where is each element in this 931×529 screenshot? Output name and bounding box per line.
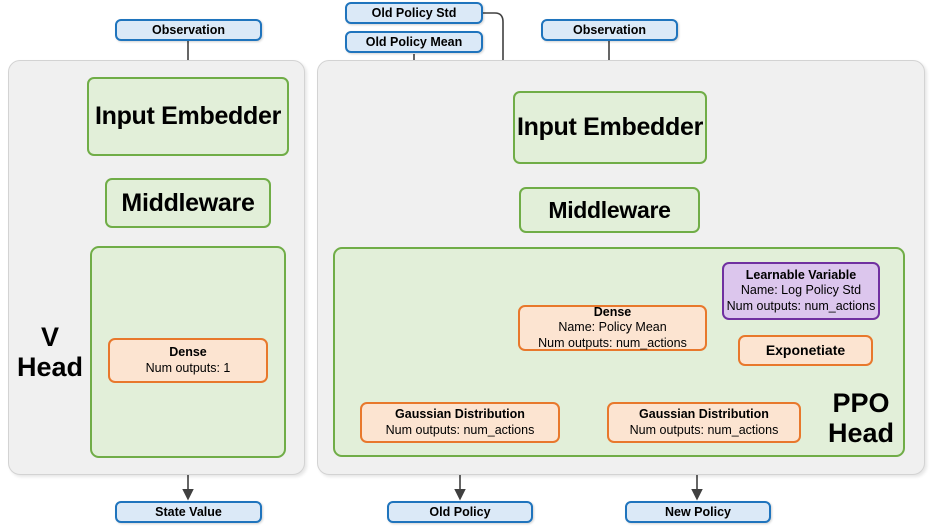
v-head-dense-box[interactable]: Dense Num outputs: 1 — [108, 338, 268, 383]
ppo-head-middleware-label: Middleware — [548, 196, 671, 223]
v-head-dense-title: Dense — [169, 345, 207, 360]
old-policy-mean-label: Old Policy Mean — [365, 35, 463, 49]
gaussian-distribution-old-box[interactable]: Gaussian Distribution Num outputs: num_a… — [360, 402, 560, 443]
state-value-label: State Value — [155, 505, 222, 519]
exponetiate-box[interactable]: Exponetiate — [738, 335, 873, 366]
new-policy-box[interactable]: New Policy — [625, 501, 771, 523]
observation-left-label: Observation — [152, 23, 225, 37]
new-policy-label: New Policy — [665, 505, 731, 519]
ppo-head-input-embedder-box[interactable]: Input Embedder — [513, 91, 707, 164]
ppo-head-dense-name: Name: Policy Mean — [558, 320, 667, 335]
old-policy-std-box[interactable]: Old Policy Std — [345, 2, 483, 24]
exponetiate-label: Exponetiate — [765, 341, 846, 358]
gaussian-distribution-new-box[interactable]: Gaussian Distribution Num outputs: num_a… — [607, 402, 801, 443]
ppo-head-dense-num-outputs: Num outputs: num_actions — [538, 335, 687, 350]
old-policy-mean-box[interactable]: Old Policy Mean — [345, 31, 483, 53]
learnable-variable-num-outputs: Num outputs: num_actions — [726, 298, 876, 313]
state-value-box[interactable]: State Value — [115, 501, 262, 523]
ppo-head-section-label: PPO Head — [827, 388, 895, 449]
observation-left-box[interactable]: Observation — [115, 19, 262, 41]
v-head-middleware-label: Middleware — [121, 188, 255, 217]
learnable-variable-title: Learnable Variable — [745, 268, 857, 283]
gaussian-new-num-outputs: Num outputs: num_actions — [629, 422, 779, 437]
observation-right-label: Observation — [573, 23, 646, 37]
gaussian-old-title: Gaussian Distribution — [395, 407, 525, 422]
ppo-head-dense-title: Dense — [593, 305, 632, 320]
learnable-variable-name: Name: Log Policy Std — [740, 283, 862, 298]
v-head-input-embedder-box[interactable]: Input Embedder — [87, 77, 289, 156]
gaussian-new-title: Gaussian Distribution — [639, 407, 769, 422]
old-policy-label: Old Policy — [429, 505, 491, 519]
v-head-section-label: V Head — [16, 322, 84, 383]
v-head-input-embedder-label: Input Embedder — [94, 102, 282, 131]
v-head-dense-num-outputs: Num outputs: 1 — [145, 360, 231, 375]
old-policy-std-label: Old Policy Std — [371, 6, 457, 20]
ppo-head-dense-box[interactable]: Dense Name: Policy Mean Num outputs: num… — [518, 305, 707, 351]
old-policy-box[interactable]: Old Policy — [387, 501, 533, 523]
ppo-head-middleware-box[interactable]: Middleware — [519, 187, 700, 233]
ppo-head-input-embedder-label: Input Embedder — [516, 113, 704, 142]
learnable-variable-box[interactable]: Learnable Variable Name: Log Policy Std … — [722, 262, 880, 320]
observation-right-box[interactable]: Observation — [541, 19, 678, 41]
v-head-middleware-box[interactable]: Middleware — [105, 178, 271, 228]
gaussian-old-num-outputs: Num outputs: num_actions — [385, 422, 535, 437]
